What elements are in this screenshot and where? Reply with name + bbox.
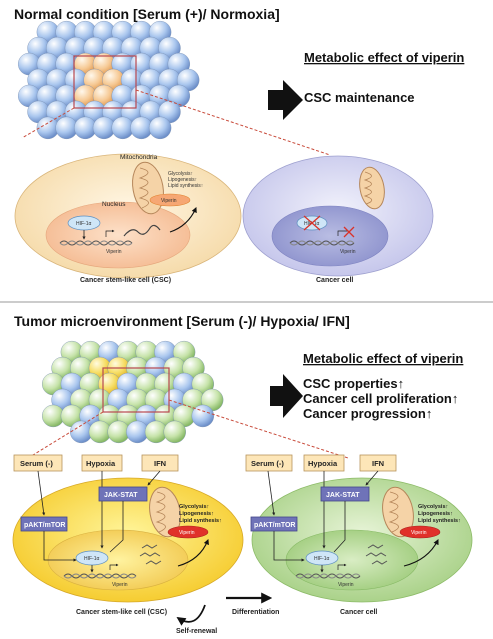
viperin-protein — [399, 525, 441, 539]
gene-label: Viperin — [106, 249, 122, 255]
metab-3: Lipid synthesis↑ — [179, 518, 222, 524]
mrna-cluster — [365, 544, 388, 565]
csc-cell-normal: Nucleus Mitochondria Viperin Glycolysis↑… — [14, 153, 242, 284]
svg-text:HIF-1α: HIF-1α — [314, 556, 330, 562]
svg-text:IFN: IFN — [154, 459, 166, 468]
metab-1: Glycolysis↑ — [168, 171, 193, 177]
differentiation-label: Differentiation — [232, 609, 279, 616]
stimulus-serum — [245, 454, 293, 472]
result-arrow — [268, 80, 303, 120]
inhibit-x-icon — [303, 215, 321, 231]
viperin-protein — [167, 525, 209, 539]
cancer-cell-normal: HIF-1α Viperin Cancer cell — [242, 155, 434, 284]
zoom-line-right — [168, 399, 349, 459]
bottom-effect-3: Cancer progression↑ — [303, 406, 432, 421]
dna-strand — [295, 573, 361, 579]
svg-text:JAK-STAT: JAK-STAT — [326, 492, 360, 499]
cancer-caption: Cancer cell — [340, 609, 377, 616]
bottom-effect-1: CSC properties↑ — [303, 376, 404, 391]
top-effect-heading: Metabolic effect of viperin — [304, 50, 464, 65]
nucleus-label: Nucleus — [102, 201, 126, 208]
svg-text:JAK-STAT: JAK-STAT — [104, 492, 138, 499]
svg-text:Viperin: Viperin — [112, 582, 128, 588]
gene-label: Viperin — [340, 249, 356, 255]
mrna — [123, 224, 161, 237]
tumor-cluster-microenvironment — [42, 340, 224, 444]
bottom-effect-2: Cancer cell proliferation↑ — [303, 391, 458, 406]
dna-strand — [59, 240, 133, 246]
self-renewal-arrow — [176, 604, 206, 626]
csc-caption: Cancer stem-like cell (CSC) — [76, 609, 167, 616]
csc-cell-microenvironment: Serum (-) Hypoxia IFN JAK-STAT pAKT/mTOR… — [12, 454, 244, 635]
zoom-box — [102, 367, 170, 413]
metab-1: Glycolysis↑ — [418, 504, 449, 510]
metab-2: Lipogenesis↑ — [168, 177, 197, 183]
mrna-cluster — [139, 544, 162, 565]
mitochondria-icon — [359, 166, 385, 210]
svg-text:Viperin: Viperin — [179, 530, 195, 536]
nucleus — [45, 201, 191, 269]
svg-text:Viperin: Viperin — [411, 530, 427, 536]
cancer-cell-microenvironment: Serum (-) Hypoxia IFN JAK-STAT pAKT/mTOR… — [245, 454, 473, 616]
svg-text:Serum (-): Serum (-) — [251, 459, 284, 468]
svg-text:IFN: IFN — [372, 459, 384, 468]
svg-text:pAKT/mTOR: pAKT/mTOR — [254, 522, 295, 529]
top-effect-1: CSC maintenance — [304, 90, 415, 105]
zoom-box — [73, 55, 137, 109]
tumor-cluster-normal — [18, 20, 200, 140]
svg-text:Hypoxia: Hypoxia — [86, 459, 116, 468]
cancer-caption: Cancer cell — [316, 277, 353, 284]
mitochondria-icon — [382, 486, 414, 538]
tumor-cell-sphere — [191, 404, 215, 428]
svg-text:Viperin: Viperin — [338, 582, 354, 588]
dna-strand — [63, 573, 137, 579]
result-arrow — [270, 374, 303, 418]
svg-text:pAKT/mTOR: pAKT/mTOR — [24, 522, 65, 529]
bottom-title: Tumor microenvironment [Serum (-)/ Hypox… — [14, 313, 350, 329]
mitochondria-icon — [149, 486, 181, 538]
metab-3: Lipid synthesis↑ — [418, 518, 461, 524]
mitochondria-label: Mitochondria — [120, 154, 158, 161]
zoom-line-left — [21, 107, 75, 139]
metab-1: Glycolysis↑ — [179, 504, 210, 510]
tumor-cell-sphere — [163, 420, 186, 444]
zoom-line-left — [19, 411, 104, 464]
top-title: Normal condition [Serum (+)/ Normoxia] — [14, 6, 280, 22]
self-renewal-label: Self-renewal — [176, 628, 217, 635]
viperin-protein-label: Viperin — [161, 198, 177, 204]
hif-label: HIF-1α — [76, 221, 92, 227]
tumor-cell-sphere — [148, 116, 172, 140]
svg-text:Serum (-): Serum (-) — [20, 459, 53, 468]
inhibit-x-icon — [343, 226, 355, 238]
nucleus — [271, 205, 389, 267]
csc-caption: Cancer stem-like cell (CSC) — [80, 277, 171, 284]
metab-3: Lipid synthesis↑ — [168, 183, 203, 189]
zoom-line-right — [135, 89, 331, 156]
svg-text:HIF-1α: HIF-1α — [84, 556, 100, 562]
metab-2: Lipogenesis↑ — [179, 511, 214, 517]
viperin-protein — [149, 193, 191, 207]
svg-text:Hypoxia: Hypoxia — [308, 459, 338, 468]
nucleus — [285, 529, 419, 591]
bottom-effect-heading: Metabolic effect of viperin — [303, 351, 463, 366]
dna-strand — [289, 240, 355, 246]
metab-2: Lipogenesis↑ — [418, 511, 453, 517]
